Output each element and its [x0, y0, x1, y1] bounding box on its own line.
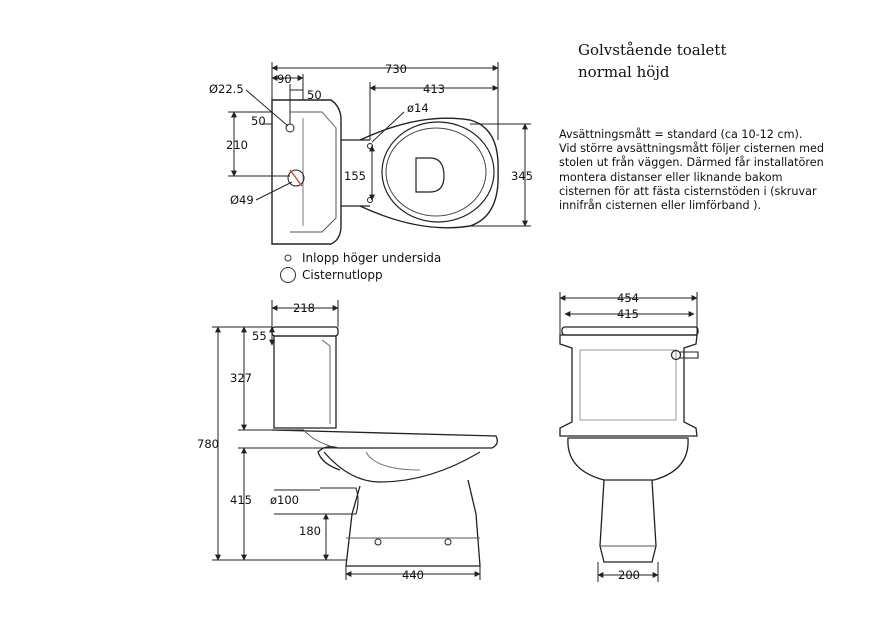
dim-inlet-diameter: Ø22.5 — [209, 82, 244, 96]
note-line: stolen ut från väggen. Därmed får instal… — [559, 156, 824, 170]
flush-lever-icon — [670, 349, 682, 361]
dim-440: 440 — [402, 568, 424, 582]
note-line: Avsättningsmått = standard (ca 10-12 cm)… — [559, 128, 803, 141]
dim-780: 780 — [197, 437, 219, 451]
dim-415-front: 415 — [617, 307, 639, 321]
dim-454: 454 — [617, 291, 639, 305]
cistern-outlet-icon — [287, 169, 305, 187]
top-view — [228, 62, 531, 245]
top-view-bowl — [359, 117, 499, 229]
dimension-labels: 730 90 50 50 413 Ø22.5 ø14 210 155 Ø49 3… — [197, 62, 640, 582]
side-view-tank — [271, 326, 339, 429]
top-view-tank — [271, 99, 342, 245]
dim-730: 730 — [385, 62, 407, 76]
dim-90: 90 — [277, 72, 292, 86]
dim-200: 200 — [618, 568, 640, 582]
title-line-2: normal höjd — [578, 63, 670, 81]
dim-outlet-100: ø100 — [270, 493, 299, 507]
legend-inlet-icon — [284, 254, 292, 262]
note-line: Vid större avsättningsmått följer cister… — [559, 142, 824, 156]
front-view-pan — [567, 437, 689, 563]
legend-outlet-label: Cisternutlopp — [302, 268, 383, 282]
dim-210: 210 — [226, 138, 248, 152]
legend-outlet-icon — [280, 267, 296, 283]
note-line: innifrån cisternen eller limförband ). — [559, 199, 762, 213]
dim-50-top: 50 — [307, 88, 322, 102]
note-line: cisternen för att fästa cisternstöden i … — [559, 184, 817, 198]
dim-180: 180 — [299, 524, 321, 538]
dim-345: 345 — [511, 169, 533, 183]
dim-155: 155 — [344, 169, 366, 183]
dim-218: 218 — [293, 301, 315, 315]
side-view — [212, 300, 498, 580]
installation-note: Avsättningsmått = standard (ca 10-12 cm)… — [559, 128, 889, 213]
front-view-tank — [559, 326, 699, 437]
note-line: montera distanser eller liknande bakom — [559, 170, 783, 184]
dim-bolt-diameter: ø14 — [407, 101, 429, 115]
dim-outlet-diameter: Ø49 — [230, 193, 254, 207]
dim-327: 327 — [230, 371, 252, 385]
dim-50-inlet: 50 — [251, 114, 266, 128]
dim-413: 413 — [423, 82, 445, 96]
legend-inlet-label: Inlopp höger undersida — [302, 251, 442, 265]
side-view-pan — [271, 429, 498, 567]
dim-415: 415 — [230, 493, 252, 507]
dim-55: 55 — [252, 329, 267, 343]
front-view — [559, 292, 699, 582]
title-line-1: Golvstående toalett — [578, 41, 727, 59]
